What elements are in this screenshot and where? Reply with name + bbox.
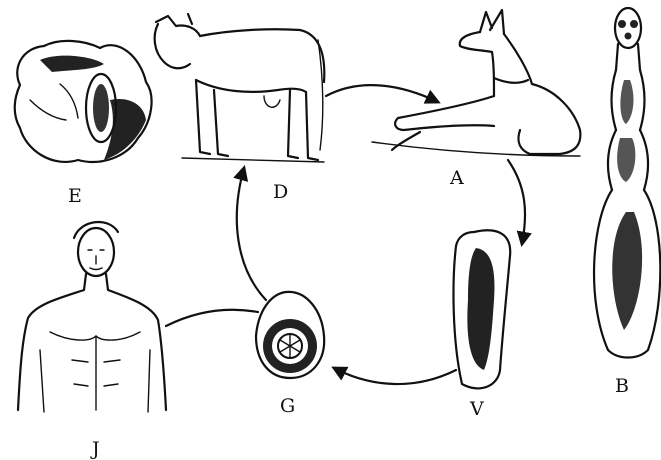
arrow-gravid-segment-to-egg [334, 368, 456, 384]
label-liver-cyst: E [68, 185, 82, 207]
label-egg: G [280, 395, 295, 417]
line-egg-to-human [166, 310, 258, 326]
label-adult-worm: B [615, 375, 629, 397]
label-dog: A [449, 167, 464, 189]
adult-tapeworm-icon [594, 8, 660, 358]
egg-icon [256, 292, 324, 378]
liver-cyst-icon [15, 41, 152, 162]
human-icon [18, 222, 166, 412]
arrow-dog-to-gravid-segment [508, 160, 525, 244]
gravid-proglottid-icon [454, 230, 511, 388]
arrow-cow-to-dog [326, 85, 438, 102]
cow-icon [155, 14, 325, 162]
label-human: J [90, 438, 100, 460]
arrow-egg-to-cow [237, 168, 266, 300]
label-gravid-segment: V [469, 398, 484, 420]
label-cow: D [273, 181, 288, 203]
dog-icon [372, 10, 580, 156]
